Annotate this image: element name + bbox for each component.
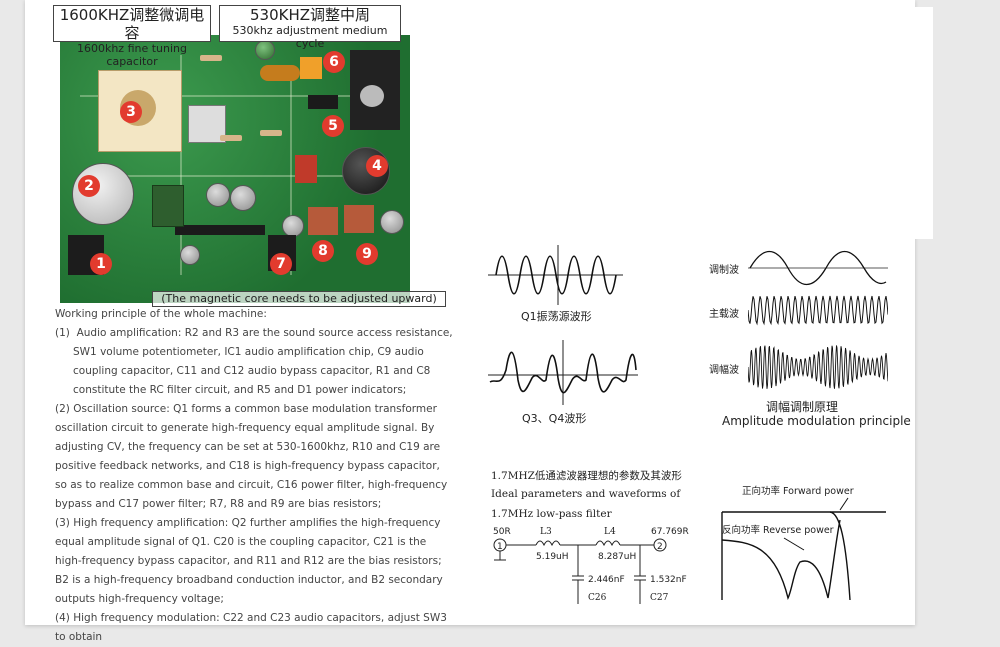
pcb-photo: 1 2 3 4 5 6 7 8 9 [60, 35, 410, 303]
q3-q4-wave-label: Q3、Q4波形 [522, 412, 587, 425]
paragraph-1: (1) Audio amplification: R2 and R3 are t… [55, 327, 453, 396]
am-principle-title-en: Amplitude modulation principle [722, 414, 911, 428]
paragraph-3: (3) High frequency amplification: Q2 fur… [55, 517, 443, 605]
marker-2: 2 [78, 175, 100, 197]
q1-wave-label: Q1振荡源波形 [521, 310, 592, 323]
r-in-label: 50R [493, 527, 511, 537]
callout-fine-tuning-capacitor: 1600KHZ调整微调电容 1600khz fine tuning capaci… [53, 5, 211, 68]
marker-4: 4 [366, 155, 388, 177]
working-principle-text: Working principle of the whole machine: … [55, 305, 453, 647]
l4-value: 8.287uH [598, 552, 636, 562]
document-page-strip [913, 7, 933, 239]
am-principle-title-zh: 调幅调制原理 [766, 400, 839, 414]
paragraph-2: (2) Oscillation source: Q1 forms a commo… [55, 403, 448, 510]
paragraph-4: (4) High frequency modulation: C22 and C… [55, 612, 447, 643]
filter-title-en-1: Ideal parameters and waveforms of [491, 488, 681, 500]
c27-value: 1.532nF [650, 575, 687, 585]
c26-label: C26 [588, 593, 607, 603]
am-wave-label: 调幅波 [709, 365, 739, 376]
filter-title-en-2: 1.7MHz low-pass filter [491, 508, 612, 520]
carrier-wave-label: 主载波 [709, 309, 739, 320]
marker-5: 5 [322, 115, 344, 137]
marker-6: 6 [323, 51, 345, 73]
filter-title-zh: 1.7MHZ低通滤波器理想的参数及其波形 [491, 470, 682, 482]
marker-8: 8 [312, 240, 334, 262]
port-1: 1 [497, 542, 503, 552]
forward-power-label: 正向功率 Forward power [742, 485, 854, 497]
l4-label: L4 [604, 527, 616, 537]
modulating-wave [748, 250, 888, 286]
marker-3: 3 [120, 101, 142, 123]
carrier-wave [748, 295, 888, 326]
port-2: 2 [657, 542, 663, 552]
callout-medium-cycle: 530KHZ调整中周 530khz adjustment medium cycl… [219, 5, 401, 50]
reverse-power-label: 反向功率 Reverse power [722, 524, 834, 536]
l3-label: L3 [540, 527, 552, 537]
magnetic-core-note: (The magnetic core needs to be adjusted … [152, 291, 446, 307]
c26-value: 2.446nF [588, 575, 625, 585]
c27-label: C27 [650, 593, 669, 603]
marker-9: 9 [356, 243, 378, 265]
text-heading: Working principle of the whole machine: [55, 308, 267, 320]
am-wave [748, 345, 888, 389]
marker-1: 1 [90, 253, 112, 275]
r-out-label: 67.769R [651, 527, 689, 537]
q3-q4-waveform [488, 340, 638, 405]
l3-value: 5.19uH [536, 552, 569, 562]
q1-waveform [488, 245, 623, 305]
filter-response-plot: 正向功率 Forward power 反向功率 Reverse power [721, 485, 886, 601]
modulating-wave-label: 调制波 [709, 265, 739, 276]
marker-7: 7 [270, 253, 292, 275]
filter-schematic: 50R 67.769R L3 5.19uH L4 8.287uH 1 2 2.4… [493, 527, 689, 604]
